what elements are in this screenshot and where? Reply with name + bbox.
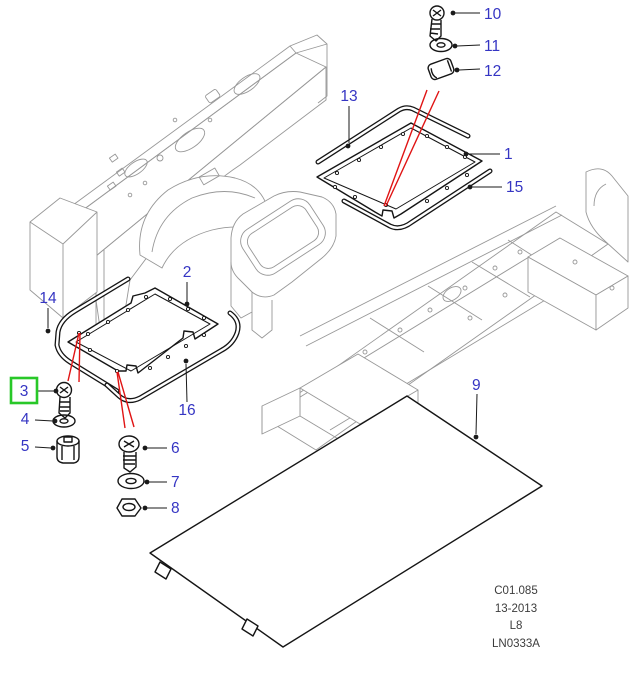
transmission-tunnel-cover [230, 191, 337, 339]
footwell-box [29, 197, 98, 319]
callout-3: 3 [9, 376, 59, 405]
callout-7: 7 [144, 474, 180, 491]
callout-2: 2 [183, 264, 192, 307]
callout-10: 10 [450, 6, 502, 23]
callout-label-13[interactable]: 13 [340, 88, 357, 105]
callout-4: 4 [21, 411, 58, 428]
callout-label-8[interactable]: 8 [171, 500, 180, 517]
rear-crossmember [527, 237, 629, 331]
callout-label-15[interactable]: 15 [506, 179, 523, 196]
drawing-number: LN0333A [492, 638, 540, 650]
red-indicator-lines-panel-2 [67, 332, 135, 429]
chassis-frame [261, 168, 629, 453]
callout-3-highlight-box [9, 376, 39, 405]
callout-label-6[interactable]: 6 [171, 440, 180, 457]
screw-10-drawing [429, 5, 445, 42]
callout-label-7[interactable]: 7 [171, 474, 180, 491]
callout-12: 12 [454, 63, 501, 80]
floor-panel-1 [316, 122, 483, 219]
screw-3-drawing [55, 381, 73, 419]
callout-16: 16 [178, 358, 196, 419]
callout-11: 11 [452, 38, 500, 55]
callout-label-1[interactable]: 1 [504, 146, 513, 163]
bolt-6-drawing [118, 435, 140, 473]
callout-6: 6 [142, 440, 180, 457]
callout-9: 9 [472, 377, 481, 440]
callout-8: 8 [142, 500, 180, 517]
trim-strip-16 [104, 310, 241, 404]
floor-panel-2 [67, 287, 219, 374]
nut-8-drawing [116, 498, 142, 517]
drawing-section-code: C01.085 [494, 585, 537, 597]
callout-label-12[interactable]: 12 [484, 63, 501, 80]
clip-nut-5-drawing [56, 435, 80, 464]
callout-15: 15 [467, 179, 523, 196]
red-indicator-lines-panel-1 [383, 89, 440, 207]
load-floor-panel-9 [149, 395, 543, 648]
callout-label-2[interactable]: 2 [183, 264, 192, 281]
clip-12-drawing [427, 57, 455, 81]
callout-5: 5 [21, 438, 56, 455]
callout-label-11[interactable]: 11 [484, 38, 500, 55]
trim-strip-13 [315, 105, 471, 165]
drawing-page-code: L8 [510, 620, 523, 632]
callout-13: 13 [340, 88, 358, 149]
callout-label-5[interactable]: 5 [21, 438, 30, 455]
washer-11-drawing [429, 37, 453, 53]
callout-label-9[interactable]: 9 [472, 377, 481, 394]
footer-reference-block: C01.085 13-2013 L8 LN0333A [492, 585, 540, 650]
front-wheel-arch [139, 167, 271, 269]
trim-strip-15 [341, 168, 493, 231]
callout-14: 14 [39, 290, 57, 334]
callout-1: 1 [463, 146, 513, 163]
washer-7-drawing [117, 472, 145, 490]
rear-wheel-arch-right [585, 168, 629, 263]
callout-label-3[interactable]: 3 [20, 383, 29, 400]
callout-label-16[interactable]: 16 [178, 402, 195, 419]
callout-label-14[interactable]: 14 [39, 290, 57, 307]
trim-strip-14 [54, 276, 131, 394]
callout-label-4[interactable]: 4 [21, 411, 30, 428]
drawing-date-code: 13-2013 [495, 603, 537, 615]
callout-label-10[interactable]: 10 [484, 6, 502, 23]
